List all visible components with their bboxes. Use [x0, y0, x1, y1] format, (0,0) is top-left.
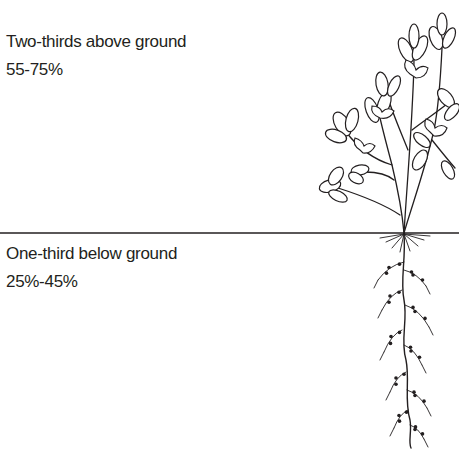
taproot: [403, 234, 411, 448]
fibrous-roots: [400, 234, 404, 252]
root-nodules: [385, 262, 427, 435]
root-nodule: [394, 382, 398, 386]
plant-leaves: [409, 147, 430, 172]
plant-leaves: [343, 107, 361, 133]
plant-flowers: [354, 138, 375, 153]
root-nodule: [397, 290, 401, 294]
plant-leaves: [325, 164, 346, 187]
root-nodule: [413, 394, 417, 398]
lateral-root: [404, 345, 422, 365]
lateral-root: [380, 352, 384, 360]
root-nodule: [398, 262, 402, 266]
root-nodule: [398, 331, 402, 335]
lateral-root: [404, 270, 426, 286]
plant-leaves: [439, 159, 458, 181]
root-nodule: [413, 428, 417, 432]
plant-stems: [365, 172, 394, 180]
root-nodule: [421, 278, 425, 282]
root-nodule: [409, 345, 413, 349]
lateral-root: [394, 410, 408, 428]
root-nodule: [397, 414, 401, 418]
plant-stems: [346, 132, 392, 165]
lateral-root: [374, 280, 378, 288]
root-nodule: [388, 294, 392, 298]
region-label: One-third below ground: [6, 244, 177, 264]
lateral-root: [426, 286, 430, 294]
region-label: Two-thirds above ground: [6, 32, 186, 52]
root-nodule: [418, 355, 422, 359]
plant-flowers: [425, 119, 447, 136]
plant-leaves: [318, 13, 459, 205]
plant-stems: [404, 48, 442, 233]
plant-leaves: [347, 170, 366, 187]
root-nodule: [389, 342, 393, 346]
root-nodule: [405, 410, 409, 414]
root-nodule: [398, 419, 402, 423]
fibrous-roots: [404, 234, 430, 236]
plant-flowers: [354, 60, 447, 153]
lateral-root: [384, 330, 402, 352]
ground-line: [0, 232, 459, 233]
root-nodule: [423, 317, 427, 321]
lateral-root: [429, 327, 433, 335]
lateral-root: [405, 305, 429, 327]
lateral-root: [424, 439, 428, 447]
root-nodule: [422, 399, 426, 403]
root-nodule: [409, 349, 413, 353]
root-nodule: [387, 266, 391, 270]
plant-stems: [338, 188, 400, 215]
percentage-label: 25%-45%: [6, 272, 78, 292]
lateral-root: [422, 365, 426, 373]
lateral-root: [390, 372, 406, 392]
root-nodule: [411, 306, 415, 310]
plant-flowers: [372, 106, 394, 118]
lateral-root: [410, 425, 424, 439]
plant-leaves: [324, 127, 349, 146]
root-nodule: [402, 372, 406, 376]
lateral-root: [390, 428, 394, 436]
plant-stems: [380, 118, 404, 233]
plant-leaves: [411, 130, 433, 151]
root-nodule: [387, 300, 391, 304]
lateral-root: [427, 408, 431, 416]
plant-leaves: [385, 74, 403, 98]
plant-leaves: [409, 24, 419, 48]
lateral-root: [378, 310, 382, 318]
root-nodule: [394, 376, 398, 380]
lateral-root: [378, 262, 404, 280]
root-nodule: [389, 335, 393, 339]
plant-leaves: [437, 13, 447, 35]
plant-leaves: [327, 187, 349, 205]
plant-leaves: [442, 101, 459, 123]
root-nodule: [411, 273, 415, 277]
root-nodule: [413, 310, 417, 314]
root-nodule: [412, 390, 416, 394]
fibrous-roots: [380, 234, 404, 238]
lateral-root: [407, 390, 427, 408]
root-nodule: [421, 432, 425, 436]
percentage-label: 55-75%: [6, 60, 63, 80]
plant-flowers: [405, 60, 428, 78]
plant-stems: [338, 48, 455, 233]
lateral-root: [386, 392, 390, 400]
taproot: [403, 234, 411, 448]
root-nodule: [385, 271, 389, 275]
lateral-roots: [374, 262, 433, 447]
ground-line: [0, 232, 459, 233]
lateral-root: [382, 290, 402, 310]
